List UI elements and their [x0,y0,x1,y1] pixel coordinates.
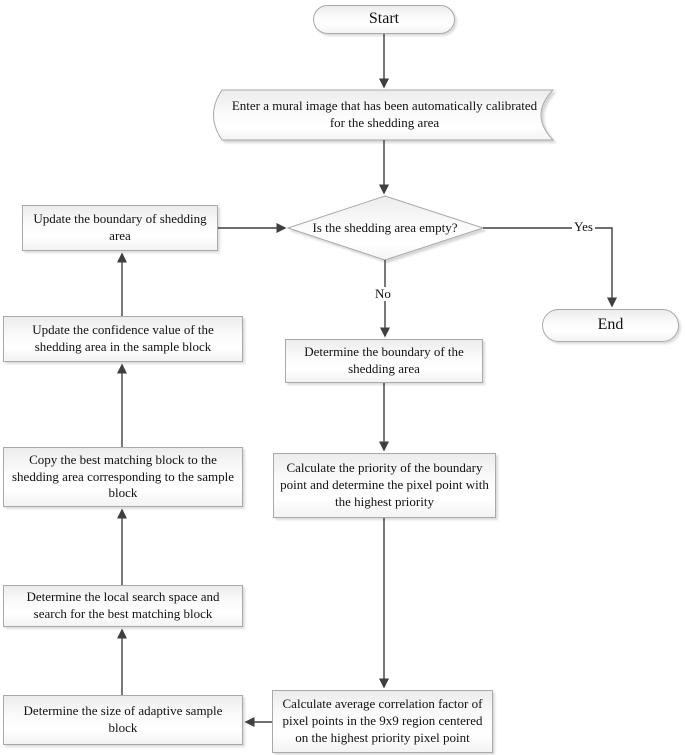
calc-correlation-node: Calculate average correlation factor of … [272,690,493,753]
calc-priority-node-label: Calculate the priority of the boundary p… [280,460,489,509]
input-node-label: Enter a mural image that has been automa… [231,98,538,130]
end-node: End [542,309,679,342]
update-confidence-node: Update the confidence value of the shedd… [3,316,243,362]
local-search-node: Determine the local search space and sea… [3,585,243,627]
input-node-shape [213,89,555,141]
determine-boundary-node: Determine the boundary of the shedding a… [285,339,483,383]
yes-label-text: Yes [574,219,593,234]
edge-label-yes: Yes [572,219,595,235]
determine-size-node: Determine the size of adaptive sample bl… [3,695,243,745]
calc-correlation-node-label: Calculate average correlation factor of … [282,696,483,745]
no-label-text: No [375,286,391,301]
start-node: Start [313,5,455,34]
calc-priority-node: Calculate the priority of the boundary p… [273,453,496,518]
copy-block-node-label: Copy the best matching block to the shed… [11,451,234,501]
end-node-label: End [597,316,624,334]
local-search-node-label: Determine the local search space and sea… [26,589,220,621]
determine-size-node-label: Determine the size of adaptive sample bl… [23,703,223,735]
update-boundary-node: Update the boundary of shedding area [22,205,218,251]
input-node: Enter a mural image that has been automa… [222,90,547,140]
decision-node-label: Is the shedding area empty? [312,219,458,235]
copy-block-node: Copy the best matching block to the shed… [3,447,243,507]
determine-boundary-node-label: Determine the boundary of the shedding a… [304,344,464,376]
start-node-label: Start [368,10,400,28]
decision-node: Is the shedding area empty? [295,196,475,260]
update-confidence-node-label: Update the confidence value of the shedd… [32,322,214,354]
edge-decision-yes-to-end [483,227,617,308]
edge-label-no: No [373,286,393,302]
update-boundary-node-label: Update the boundary of shedding area [33,211,207,243]
